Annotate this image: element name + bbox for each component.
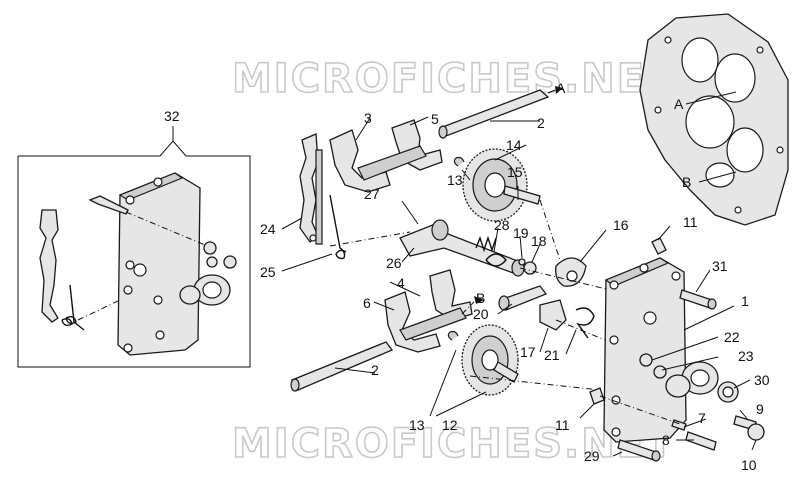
callout-19: 19	[513, 225, 529, 241]
gearbox-cover-plate	[603, 257, 719, 443]
callout-9: 9	[756, 401, 764, 417]
callout-15: 15	[507, 164, 523, 180]
upper-shift-forks	[329, 119, 443, 193]
callout-10: 10	[741, 457, 757, 473]
upper-shift-rod: A	[438, 80, 566, 139]
callout-28: 28	[494, 217, 510, 233]
callout-31: 31	[712, 258, 728, 274]
callout-3: 3	[364, 110, 372, 126]
callout-22: 22	[724, 329, 740, 345]
callout-8: 8	[662, 432, 670, 448]
arrow-label-a: A	[556, 80, 566, 96]
callout-2-lower: 2	[371, 362, 379, 378]
detail-box-32	[17, 126, 251, 368]
lower-shift-forks: B	[384, 269, 485, 353]
callout-6: 6	[363, 295, 371, 311]
arrow-label-b: B	[476, 290, 485, 306]
callout-32: 32	[164, 108, 180, 124]
callout-24: 24	[260, 221, 276, 237]
selector-mechanism-parts	[469, 253, 631, 391]
callout-11-top: 11	[683, 214, 698, 230]
housing-casing: A B	[639, 13, 789, 226]
callout-18: 18	[531, 233, 547, 249]
callout-13-top: 13	[447, 172, 463, 188]
callout-17: 17	[520, 344, 536, 360]
callout-13-bottom: 13	[409, 417, 425, 433]
callout-16: 16	[613, 217, 629, 233]
watermark-top: MICROFICHES.NET	[232, 56, 675, 102]
callout-20: 20	[473, 306, 489, 322]
callout-25: 25	[260, 264, 276, 280]
selector-shaft	[399, 219, 525, 277]
callout-29: 29	[584, 448, 600, 464]
callout-21: 21	[544, 347, 560, 363]
callout-1: 1	[741, 293, 749, 309]
callout-7: 7	[698, 410, 706, 426]
callout-numbers: 1 2 2 3 4 5 6 7 8 9 10 11 11 12 13 13 14…	[164, 108, 770, 473]
callout-11-bottom: 11	[555, 417, 570, 433]
callout-5: 5	[431, 111, 439, 127]
callout-14: 14	[506, 137, 522, 153]
callout-23: 23	[738, 348, 754, 364]
callout-12: 12	[442, 417, 458, 433]
callout-2-upper: 2	[537, 115, 545, 131]
callout-27: 27	[364, 186, 380, 202]
callout-26: 26	[386, 255, 402, 271]
lower-gear	[447, 324, 519, 396]
watermark-bottom: MICROFICHES.NET	[232, 421, 675, 467]
callout-30: 30	[754, 372, 770, 388]
selector-lever	[299, 133, 411, 260]
upper-gear	[453, 148, 561, 261]
callout-4: 4	[397, 275, 405, 291]
housing-label-b: B	[682, 174, 691, 190]
leader-lines	[281, 116, 757, 457]
fasteners	[589, 237, 765, 462]
lower-shift-rod	[290, 341, 394, 392]
housing-label-a: A	[674, 96, 684, 112]
